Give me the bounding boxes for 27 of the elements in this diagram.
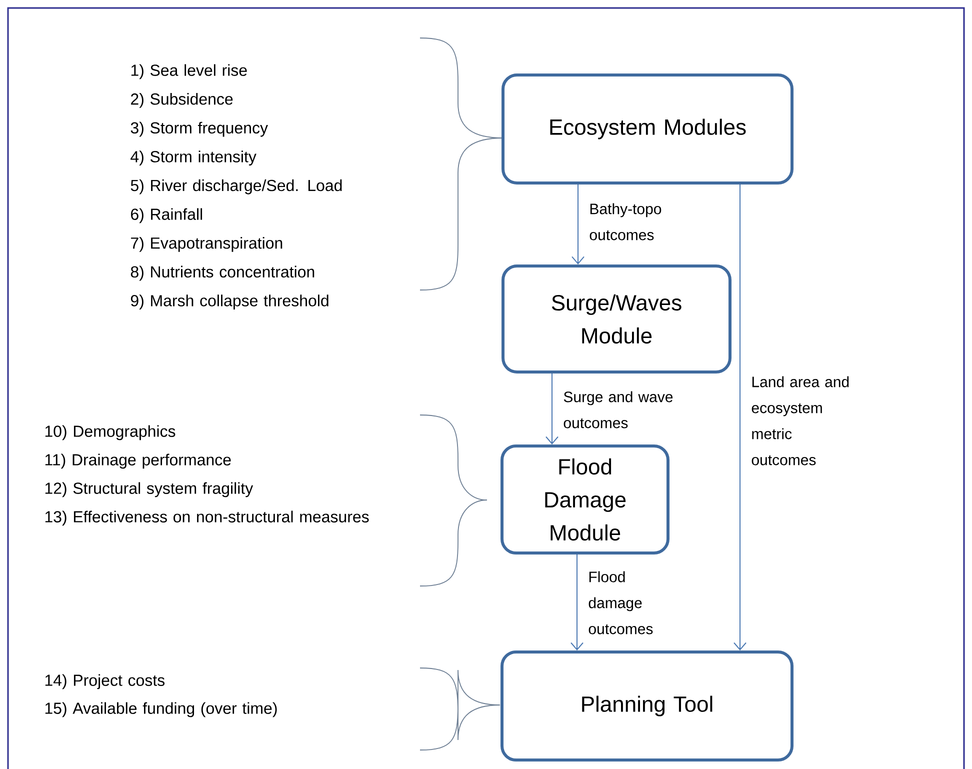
edge-label: Surge and wave outcomes [564,391,673,428]
list-item: 10) Demographics [45,425,176,440]
list-item: 8) Nutrients concentration [130,266,314,281]
arrow [734,184,746,650]
list-item: 6) Rainfall [131,208,202,224]
list-item: 9) Marsh collapse threshold [130,294,328,310]
list-item: 1) Sea level rise [131,64,247,80]
list-item: 11) Drainage performance [45,454,231,469]
list-item: 2) Subsidence [131,93,233,108]
list-item: 7) Evapotranspiration [131,237,282,252]
list-item: 4) Storm intensity [130,150,256,166]
arrow [546,373,558,444]
list-item: 13) Effectiveness on non-structural measures [45,510,369,526]
list-item: 15) Available funding (over time) [45,702,277,718]
edge-label: Flood damage outcomes [588,571,653,634]
list-item: 3) Storm frequency [130,122,268,137]
arrow [570,554,584,650]
list-item: 12) Structural system fragility [45,482,254,498]
module-box: Surge/Waves Module [502,264,732,374]
list-item: 5) River discharge/Sed. Load [130,179,342,194]
arrow [572,184,584,264]
module-box: Planning Tool [500,650,794,762]
edge-label: Bathy-topo outcomes [590,203,662,240]
module-box: Flood Damage Module [500,444,670,554]
list-item: 14) Project costs [45,674,165,690]
module-box: Ecosystem Modules [502,74,794,184]
edge-label: Land area and ecosystem metric outcomes [752,376,849,466]
